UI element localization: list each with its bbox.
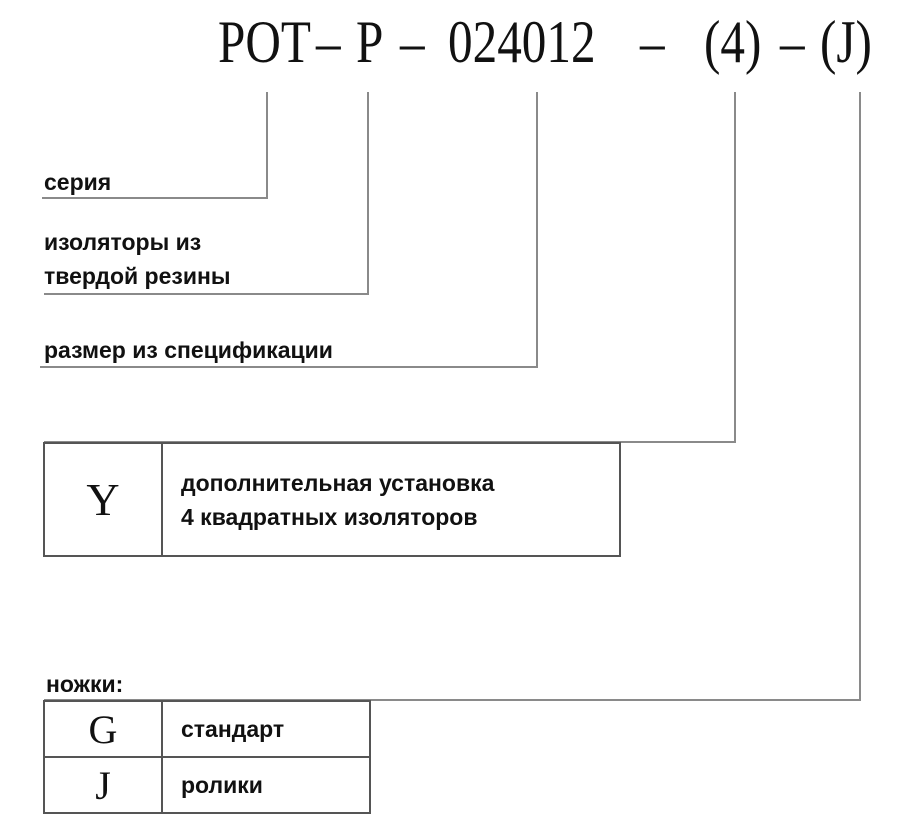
code-size: 024012 (448, 9, 596, 75)
label-insulators-1: изоляторы из (44, 229, 202, 255)
legs-title: ножки: (46, 671, 124, 697)
label-insulators-2: твердой резины (44, 263, 231, 289)
option-description: дополнительная установка 4 квадратных из… (161, 442, 621, 557)
model-code: POT – P – 024012 – (4) – (J) (0, 8, 899, 88)
legs-letter: J (43, 756, 163, 814)
code-dash: – (316, 9, 341, 75)
leader-legs-v (859, 92, 861, 700)
code-option: (4) (704, 9, 762, 75)
leader-material-h (44, 293, 369, 295)
option-desc-line2: 4 квадратных изоляторов (181, 503, 478, 530)
legs-row: G стандарт (43, 700, 371, 758)
option-letter: Y (43, 442, 163, 557)
leader-series-h (42, 197, 268, 199)
option-table: Y дополнительная установка 4 квадратных … (43, 442, 621, 557)
code-dash: – (400, 9, 425, 75)
code-dash: – (780, 9, 805, 75)
option-desc-line1: дополнительная установка (181, 469, 495, 496)
leader-material-v (367, 92, 369, 294)
leader-legs-h (44, 699, 861, 701)
leader-series-v (266, 92, 268, 198)
legs-desc: ролики (161, 756, 371, 814)
code-material: P (356, 9, 384, 75)
code-dash: – (640, 9, 665, 75)
leader-size-h (40, 366, 538, 368)
legs-letter: G (43, 700, 163, 758)
legs-table: G стандарт J ролики (43, 700, 371, 814)
code-series: POT (218, 9, 311, 75)
label-series: серия (44, 169, 112, 195)
code-legs: (J) (820, 9, 872, 75)
legs-desc: стандарт (161, 700, 371, 758)
leader-option-h (44, 441, 736, 443)
label-size: размер из спецификации (44, 337, 333, 363)
leader-size-v (536, 92, 538, 367)
legs-row: J ролики (43, 756, 371, 814)
leader-option-v (734, 92, 736, 442)
